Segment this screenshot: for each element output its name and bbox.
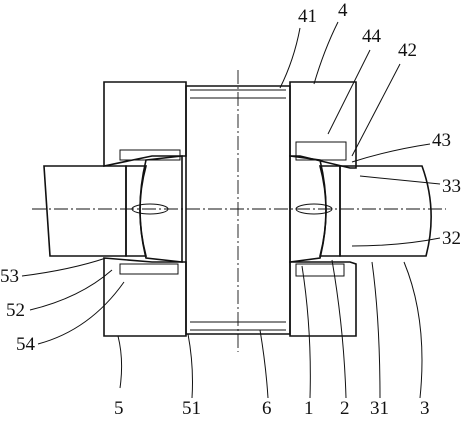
label-3: 3 [420, 398, 430, 419]
reference-numerals: 41 4 44 42 43 33 32 53 52 54 5 51 6 1 2 … [0, 0, 461, 419]
label-43: 43 [432, 130, 451, 151]
label-33: 33 [442, 176, 461, 197]
label-2: 2 [340, 398, 350, 419]
bearing-outer-ring [125, 165, 341, 257]
label-31: 31 [370, 398, 389, 419]
label-1: 1 [304, 398, 314, 419]
label-53: 53 [0, 266, 19, 287]
label-42: 42 [398, 40, 417, 61]
lower-housing-groove-right [295, 263, 345, 277]
lower-housing [103, 257, 357, 337]
upper-housing-groove-right [295, 141, 347, 161]
leader-lines [21, 21, 441, 399]
label-4: 4 [338, 0, 348, 21]
label-54: 54 [16, 334, 36, 355]
upper-housing-groove-left [119, 149, 181, 161]
label-52: 52 [6, 300, 25, 321]
label-5: 5 [114, 398, 124, 419]
label-51: 51 [182, 398, 201, 419]
label-32: 32 [442, 228, 461, 249]
lower-housing-groove-left [119, 263, 179, 275]
upper-housing [103, 81, 357, 169]
label-44: 44 [362, 26, 382, 47]
label-41: 41 [298, 6, 317, 27]
label-6: 6 [262, 398, 272, 419]
